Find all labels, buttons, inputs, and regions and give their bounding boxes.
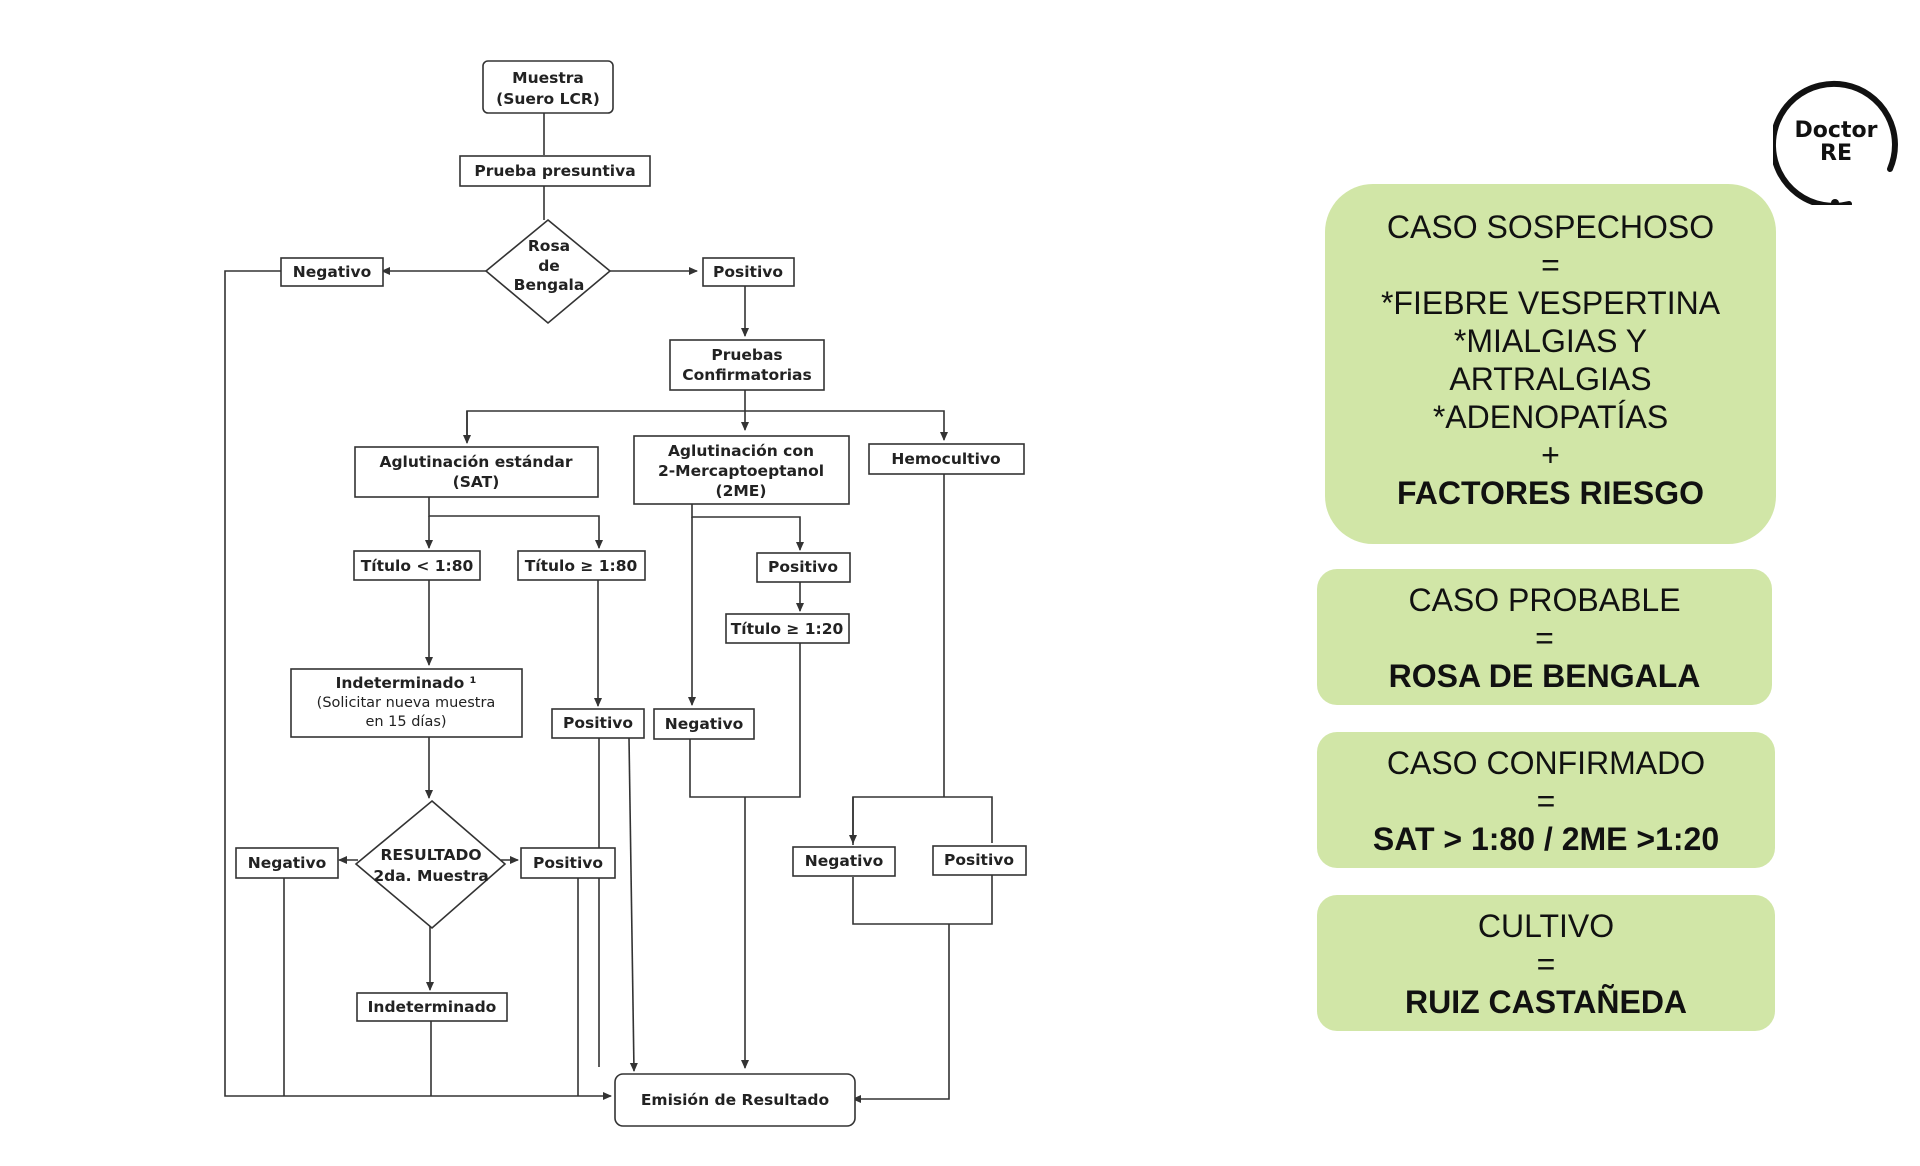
node-indeterminado-2: Indeterminado	[356, 992, 508, 1022]
node-2me-line3: (2ME)	[716, 482, 767, 500]
node-positivo-2me-label: Positivo	[768, 558, 838, 576]
node-positivo-sat: Positivo	[551, 708, 645, 739]
node-negativo-hemo-label: Negativo	[805, 852, 884, 870]
case-probable-equals: =	[1535, 620, 1554, 656]
node-indeterminado-2-label: Indeterminado	[368, 998, 497, 1016]
node-negativo-res-label: Negativo	[248, 854, 327, 872]
node-indeterminado-1-line1: Indeterminado ¹	[336, 674, 477, 692]
case-confirmado-bold: SAT > 1:80 / 2ME >1:20	[1372, 821, 1720, 857]
node-resultado: RESULTADO 2da. Muestra	[354, 799, 507, 930]
node-negativo-res: Negativo	[235, 847, 339, 879]
node-titulo-ge: Título ≥ 1:80	[517, 550, 646, 581]
node-positivo-top: Positivo	[702, 257, 795, 287]
node-indeterminado-1-line3: en 15 días)	[365, 714, 446, 730]
doctor-re-logo: Doctor RE	[1773, 79, 1899, 205]
case-confirmado-title: CASO CONFIRMADO	[1386, 745, 1706, 781]
node-titulo-120: Título ≥ 1:20	[725, 613, 850, 644]
node-2me: Aglutinación con 2-Mercaptoeptanol (2ME)	[633, 435, 850, 505]
node-resultado-line1: RESULTADO	[381, 846, 482, 864]
node-negativo-top-label: Negativo	[293, 263, 372, 281]
case-sospechoso-line4: *MIALGIAS Y	[1453, 323, 1648, 359]
case-sospechoso-line3: *FIEBRE VESPERTINA	[1380, 285, 1721, 321]
case-cultivo-panel: CULTIVO = RUIZ CASTAÑEDA	[1317, 895, 1775, 1031]
node-muestra-line2: (Suero LCR)	[496, 90, 600, 108]
case-cultivo-equals: =	[1536, 946, 1556, 982]
node-hemocultivo-label: Hemocultivo	[891, 450, 1000, 468]
node-pruebas-confirmatorias-line1: Pruebas	[711, 346, 782, 364]
node-negativo-hemo: Negativo	[792, 846, 896, 877]
node-negativo-top: Negativo	[280, 257, 384, 287]
case-sospechoso-title: CASO SOSPECHOSO	[1386, 209, 1715, 245]
node-positivo-res-label: Positivo	[533, 854, 603, 872]
case-sospechoso-line5: ARTRALGIAS	[1449, 361, 1652, 397]
node-rosa-bengala: Rosa de Bengala	[484, 218, 612, 325]
node-negativo-2me: Negativo	[653, 708, 755, 740]
case-probable-title: CASO PROBABLE	[1408, 582, 1681, 618]
node-hemocultivo: Hemocultivo	[868, 443, 1025, 475]
node-positivo-hemo: Positivo	[932, 845, 1027, 876]
logo-text-line2: RE	[1820, 141, 1852, 166]
node-prueba-presuntiva-label: Prueba presuntiva	[474, 162, 635, 180]
case-confirmado-equals: =	[1536, 783, 1556, 819]
case-sospechoso-panel: CASO SOSPECHOSO = *FIEBRE VESPERTINA *MI…	[1325, 184, 1776, 544]
node-resultado-line2: 2da. Muestra	[373, 867, 488, 885]
flowchart-connectors	[224, 113, 993, 1103]
case-probable-bold: ROSA DE BENGALA	[1388, 658, 1701, 694]
node-positivo-sat-label: Positivo	[563, 714, 633, 732]
logo-text-line1: Doctor	[1794, 118, 1878, 143]
node-emision: Emisión de Resultado	[614, 1073, 856, 1127]
node-pruebas-confirmatorias: Pruebas Confirmatorias	[669, 339, 825, 391]
logo-ring-icon	[1773, 80, 1898, 205]
case-confirmado-panel: CASO CONFIRMADO = SAT > 1:80 / 2ME >1:20	[1317, 732, 1775, 868]
node-negativo-2me-label: Negativo	[665, 715, 744, 733]
node-sat-line2: (SAT)	[453, 473, 500, 491]
case-cultivo-title: CULTIVO	[1477, 908, 1615, 944]
node-2me-line2: 2-Mercaptoeptanol	[658, 462, 824, 480]
case-sospechoso-equals: =	[1541, 247, 1560, 283]
node-indeterminado-1: Indeterminado ¹ (Solicitar nueva muestra…	[290, 668, 523, 738]
node-pruebas-confirmatorias-line2: Confirmatorias	[682, 366, 812, 384]
case-sospechoso-plus: +	[1541, 437, 1560, 473]
node-2me-line1: Aglutinación con	[668, 442, 814, 460]
node-titulo-120-label: Título ≥ 1:20	[731, 620, 844, 638]
node-muestra: Muestra (Suero LCR)	[482, 60, 614, 114]
case-sospechoso-line6: *ADENOPATÍAS	[1432, 399, 1669, 435]
node-rosa-bengala-line3: Bengala	[514, 276, 585, 294]
node-emision-label: Emisión de Resultado	[641, 1091, 829, 1109]
node-sat-line1: Aglutinación estándar	[379, 453, 572, 471]
node-muestra-line1: Muestra	[512, 69, 584, 87]
node-positivo-2me: Positivo	[756, 552, 851, 583]
node-positivo-res: Positivo	[520, 847, 616, 879]
case-probable-panel: CASO PROBABLE = ROSA DE BENGALA	[1317, 569, 1772, 705]
node-titulo-lt-label: Título < 1:80	[361, 557, 474, 575]
node-sat: Aglutinación estándar (SAT)	[354, 446, 599, 498]
case-cultivo-bold: RUIZ CASTAÑEDA	[1404, 984, 1688, 1020]
node-indeterminado-1-line2: (Solicitar nueva muestra	[317, 695, 496, 711]
node-titulo-ge-label: Título ≥ 1:80	[525, 557, 638, 575]
node-rosa-bengala-line2: de	[538, 257, 560, 275]
flowchart: Muestra (Suero LCR) Prueba presuntiva Ro…	[224, 60, 1027, 1127]
case-sospechoso-bold: FACTORES RIESGO	[1396, 475, 1704, 511]
node-positivo-hemo-label: Positivo	[944, 851, 1014, 869]
node-prueba-presuntiva: Prueba presuntiva	[459, 155, 651, 187]
node-rosa-bengala-line1: Rosa	[528, 237, 570, 255]
node-positivo-top-label: Positivo	[713, 263, 783, 281]
node-titulo-lt: Título < 1:80	[353, 550, 481, 581]
